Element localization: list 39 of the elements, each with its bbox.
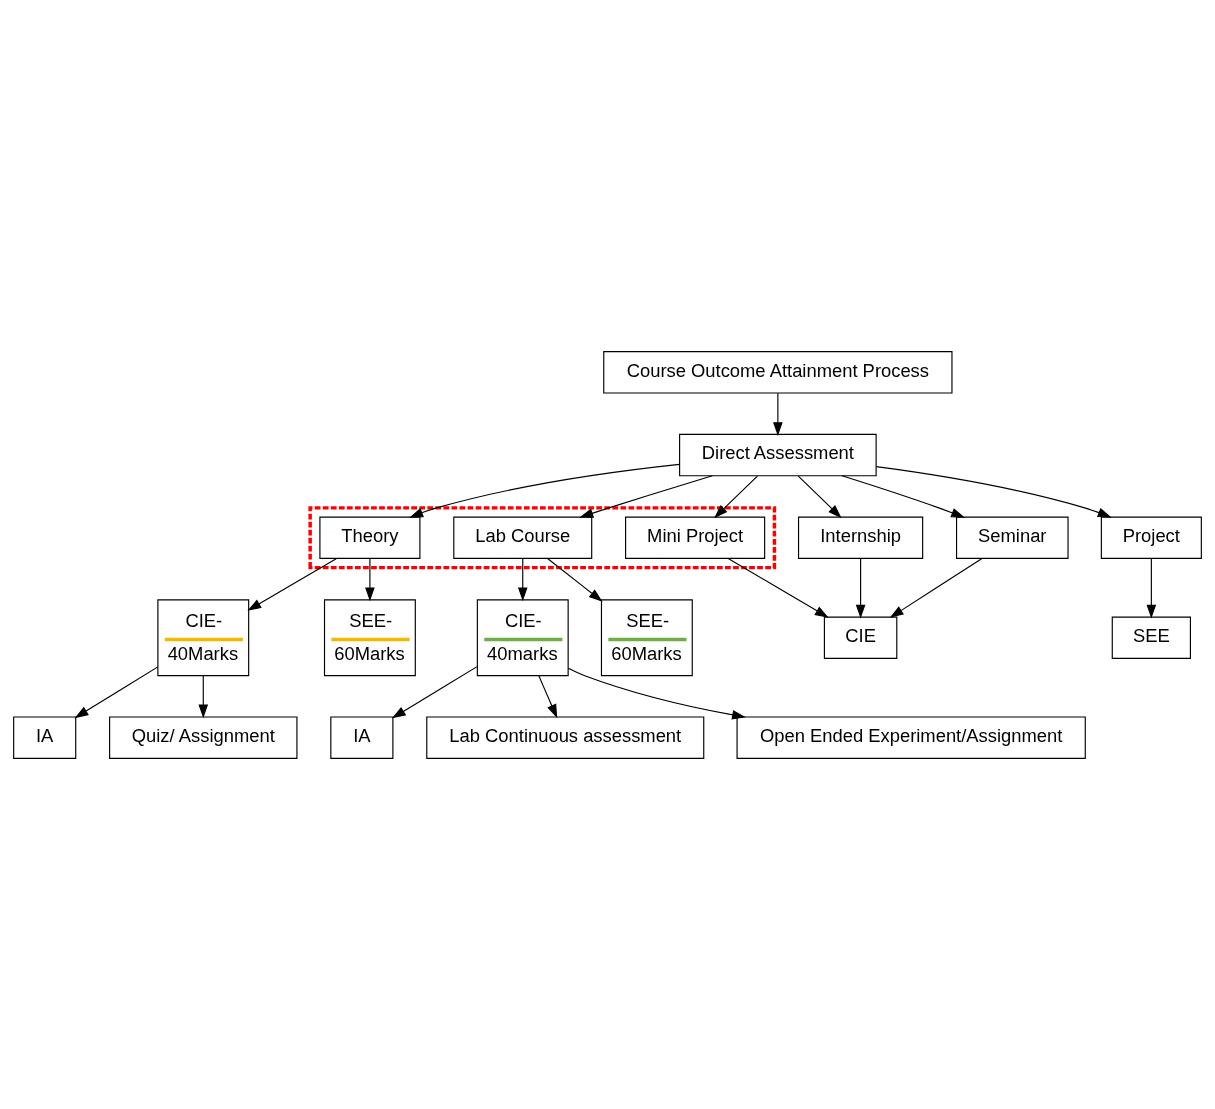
node-box: Quiz/ Assignment (109, 715, 298, 759)
node-box: SEE- 60Marks (600, 598, 693, 676)
node-box: IA (330, 715, 394, 759)
arrow (198, 674, 209, 718)
node-box: Theory (319, 516, 421, 559)
node-box: CIE- 40Marks (157, 598, 250, 676)
node-box: CIE- 40marks (476, 598, 569, 676)
node-box: Direct Assessment (679, 433, 877, 476)
node-box: SEE (1111, 616, 1191, 659)
node-box: Mini Project (625, 516, 766, 559)
node-box: CIE (823, 616, 898, 659)
arrow (855, 557, 866, 619)
arrow (714, 474, 758, 518)
arrow (247, 557, 337, 611)
arrow (409, 463, 680, 518)
arrow (538, 674, 558, 718)
arrow (365, 557, 375, 601)
arrow (889, 557, 983, 618)
arrow (391, 665, 478, 718)
arrow (74, 665, 159, 718)
node-box: Seminar (956, 516, 1069, 559)
arrow (773, 392, 783, 436)
node-box: Course Outcome Attainment Process (603, 350, 953, 394)
arrow (797, 474, 842, 518)
node-box: SEE- 60Marks (323, 598, 416, 676)
node-box: Project (1100, 516, 1202, 559)
node-box: Lab Continuous assessment (426, 715, 705, 759)
node-box: Open Ended Experiment/Assignment (736, 715, 1086, 759)
arrow (875, 465, 1112, 518)
arrow (1146, 557, 1157, 619)
arrow (517, 557, 528, 601)
node-box: IA (13, 715, 77, 759)
arrow (567, 667, 746, 720)
arrow (547, 557, 603, 602)
node-box: Internship (797, 516, 924, 559)
arrow (728, 557, 829, 618)
arrow (841, 474, 966, 518)
arrow (579, 474, 713, 518)
node-box: Lab Course (453, 516, 593, 559)
